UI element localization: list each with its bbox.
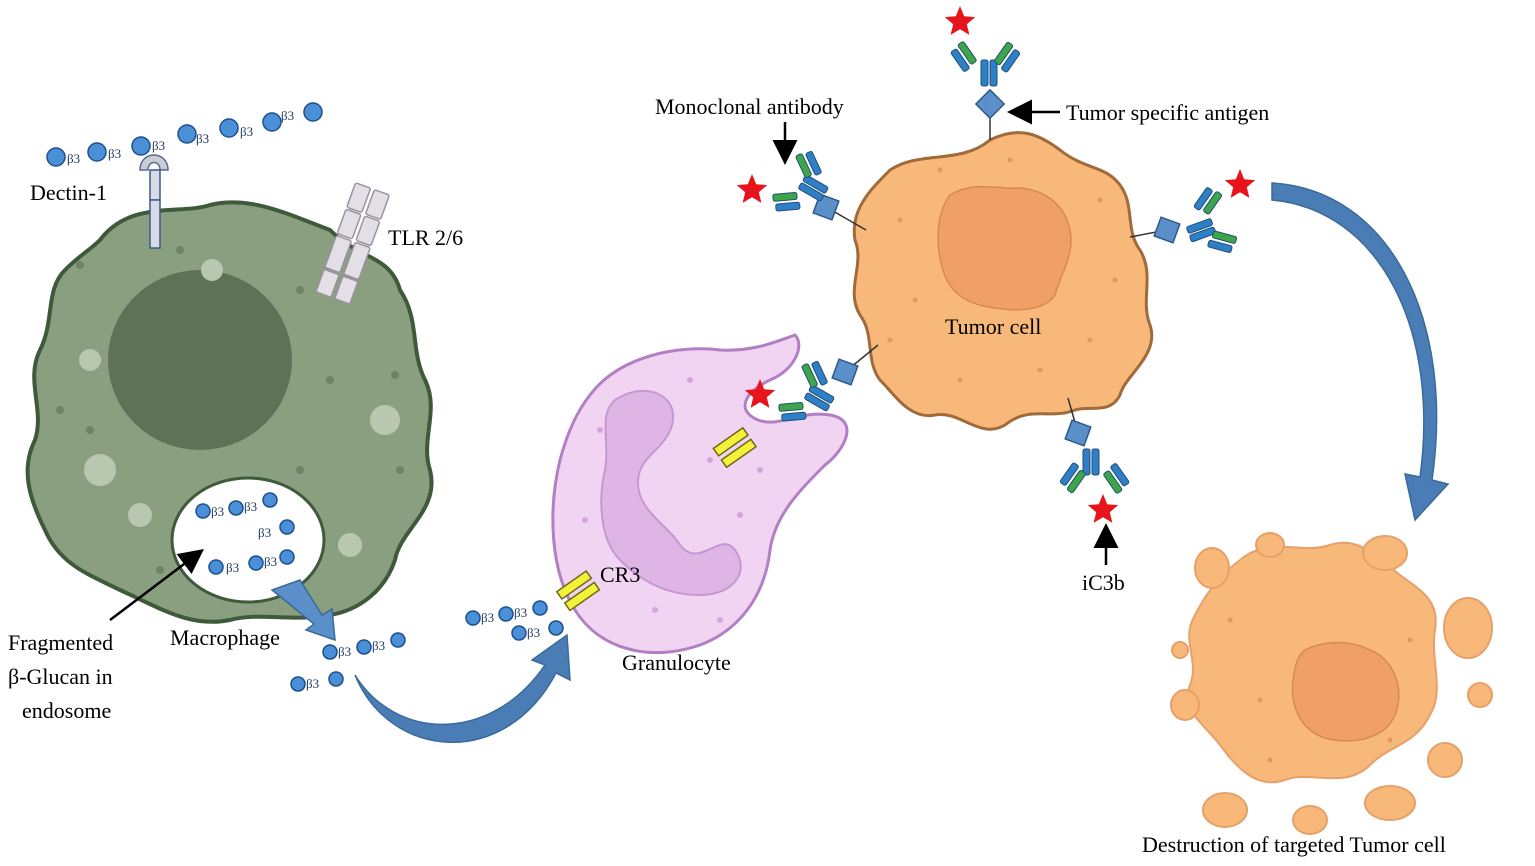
label-cr3: CR3	[600, 562, 640, 587]
monoclonal-antibody	[1186, 187, 1238, 253]
endosome-pointer	[109, 548, 204, 621]
antibody-antigen-complex	[736, 151, 867, 231]
ic3b-star	[1224, 169, 1256, 198]
glucan-bead	[195, 503, 211, 519]
glucan-link-label: β3	[196, 131, 209, 146]
glucan-bead	[87, 142, 107, 162]
beta-glucan-chain: β3 β3 β3 β3 β3 β3	[46, 102, 323, 167]
glucan-bead	[279, 549, 295, 565]
macrophage-nucleus	[108, 270, 292, 450]
glucan-bead	[46, 147, 66, 167]
glucan-bead	[465, 610, 481, 626]
tumor-nucleus	[937, 185, 1072, 311]
destroyed-tumor-cell	[1170, 532, 1493, 835]
label-monoclonal: Monoclonal antibody	[655, 94, 844, 119]
label-tlr: TLR 2/6	[388, 225, 463, 250]
glucan-link-label: β3	[211, 504, 224, 519]
tumor-antigen	[974, 88, 1006, 120]
glucan-link-label: β3	[281, 108, 294, 123]
glucan-link-label: β3	[244, 499, 257, 514]
glucan-bead	[328, 671, 344, 687]
tumor-antigen	[1064, 419, 1092, 447]
glucan-link-label: β3	[108, 146, 121, 161]
glucan-link-label: β3	[372, 638, 385, 653]
cr3-receptor-bottom	[555, 569, 601, 612]
tumor-cell	[852, 131, 1154, 431]
ic3b-star	[944, 6, 976, 35]
glucan-bead	[390, 632, 406, 648]
tlr-receptor	[315, 182, 390, 305]
glucan-bead	[219, 118, 239, 138]
glucan-bead	[131, 136, 151, 156]
monoclonal-antibody	[778, 361, 835, 422]
label-macrophage: Macrophage	[170, 625, 280, 650]
glucan-link-label: β3	[338, 644, 351, 659]
glucan-link-label: β3	[152, 138, 165, 153]
cr3-receptor-top	[712, 426, 758, 469]
antibody-antigen-complex	[1059, 397, 1130, 523]
ic3b-star	[1087, 494, 1119, 523]
glucan-bead	[322, 644, 338, 660]
monoclonal-antibody	[1059, 448, 1130, 494]
monoclonal-antibody	[950, 41, 1021, 87]
glucan-link-label: β3	[264, 554, 277, 569]
glucan-bead	[356, 639, 372, 655]
destruction-arrow	[1271, 182, 1450, 522]
antibody-antigen-complex	[944, 6, 1021, 140]
glucan-link-label: β3	[226, 560, 239, 575]
glucan-bead	[532, 600, 548, 616]
glucan-bead	[208, 559, 224, 575]
glucan-link-label: β3	[481, 610, 494, 625]
dectin-1-receptor	[139, 154, 169, 249]
tumor-antigen	[1153, 216, 1181, 244]
label-granulocyte: Granulocyte	[622, 650, 731, 675]
label-tumor-antigen: Tumor specific antigen	[1066, 100, 1269, 125]
label-fragmented-3: endosome	[22, 698, 111, 723]
glucan-bead	[248, 555, 264, 571]
glucan-link-label: β3	[306, 676, 319, 691]
glucan-link-label: β3	[527, 625, 540, 640]
glucan-link-label: β3	[258, 525, 271, 540]
ic3b-star	[736, 174, 768, 203]
glucan-bead	[303, 102, 323, 122]
released-glucan-fragments: β3 β3 β3	[290, 632, 406, 692]
label-tumor-cell: Tumor cell	[945, 314, 1041, 339]
glucan-link-label: β3	[514, 605, 527, 620]
glucan-bead	[511, 625, 527, 641]
transfer-arrow	[354, 633, 571, 743]
label-destruction: Destruction of targeted Tumor cell	[1142, 832, 1446, 857]
antibody-antigen-complex	[744, 344, 879, 422]
tumor-antigen	[831, 358, 859, 386]
label-fragmented-2: β-Glucan in	[8, 664, 113, 689]
label-fragmented-1: Fragmented	[8, 630, 113, 655]
macrophage-cell	[25, 200, 434, 624]
monoclonal-antibody	[772, 151, 829, 212]
glucan-bead	[498, 606, 514, 622]
release-arrow	[270, 579, 336, 642]
glucan-link-label: β3	[240, 124, 253, 139]
glucan-bead	[290, 676, 306, 692]
antibody-antigen-complex	[1129, 169, 1256, 253]
glucan-link-label: β3	[67, 151, 80, 166]
label-dectin: Dectin-1	[30, 180, 107, 205]
glucan-bead	[548, 620, 564, 636]
glucan-bead	[228, 500, 244, 516]
glucan-bead	[262, 112, 282, 132]
glucan-bead	[279, 519, 295, 535]
label-ic3b: iC3b	[1082, 570, 1125, 595]
ic3b-star	[744, 379, 776, 408]
glucan-bead	[262, 492, 278, 508]
glucan-bead	[177, 124, 197, 144]
granulocyte-nucleus	[600, 390, 742, 597]
granulocyte-cell	[551, 333, 849, 654]
